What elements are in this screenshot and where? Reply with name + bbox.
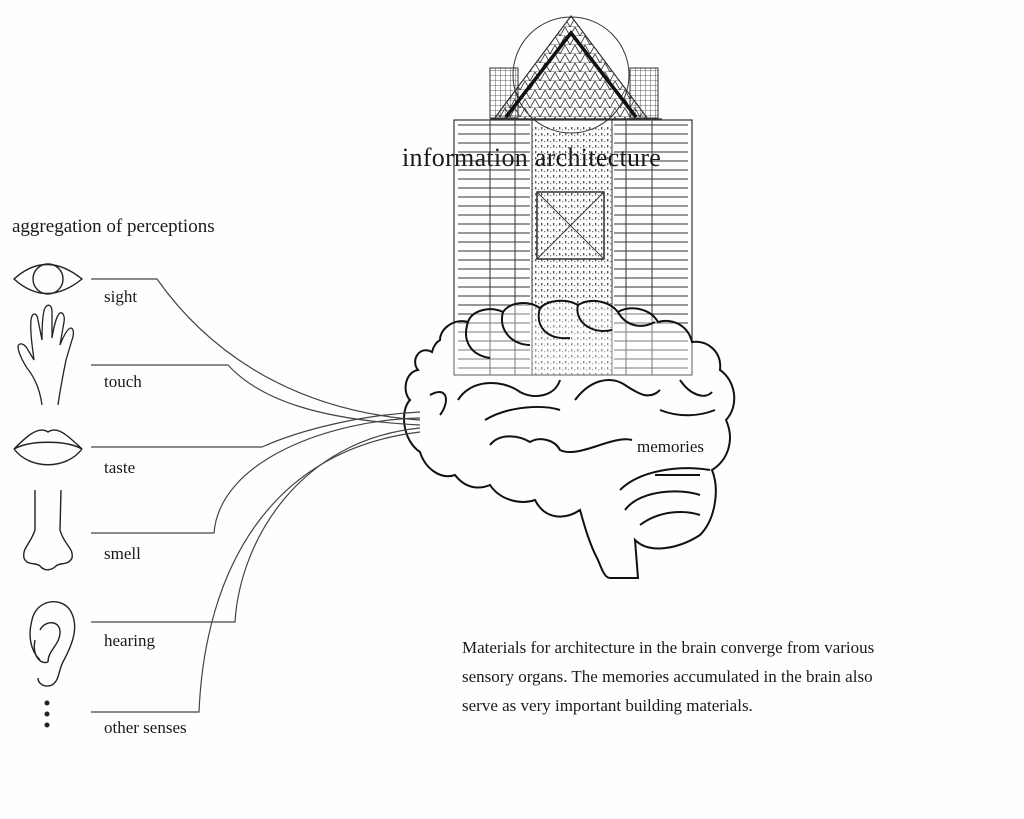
caption-line: Materials for architecture in the brain …: [462, 638, 875, 657]
nose-icon: [22, 489, 73, 571]
diagram-title: information architecture: [402, 143, 662, 172]
caption-line: serve as very important building materia…: [462, 696, 753, 715]
hand-icon: [17, 304, 75, 406]
ellipsis-icon: [44, 700, 50, 728]
connector-taste: [91, 411, 421, 448]
sense-label-smell: smell: [104, 544, 141, 563]
connector-other: [91, 431, 421, 713]
caption: Materials for architecture in the brain …: [462, 633, 874, 720]
sense-label-touch: touch: [104, 372, 142, 391]
memories-label: memories: [637, 437, 705, 456]
sense-label-hearing: hearing: [104, 631, 155, 650]
caption-line: sensory organs. The memories accumulated…: [462, 667, 873, 686]
connector-smell: [91, 417, 421, 534]
building-core-square: [536, 191, 605, 260]
perceptions-heading: aggregation of perceptions: [12, 216, 215, 237]
sense-label-taste: taste: [104, 458, 136, 477]
connector-touch: [91, 364, 421, 426]
ear-icon: [29, 601, 76, 687]
building-drawing: [453, 14, 693, 376]
sense-label-other: other senses: [104, 718, 187, 737]
lips-icon: [13, 429, 83, 466]
connector-sight: [91, 278, 421, 421]
eye-icon: [12, 263, 84, 295]
sense-label-sight: sight: [104, 287, 138, 306]
brain-drawing: [403, 299, 736, 579]
sense-connectors: [91, 278, 421, 713]
connector-hearing: [91, 427, 421, 623]
